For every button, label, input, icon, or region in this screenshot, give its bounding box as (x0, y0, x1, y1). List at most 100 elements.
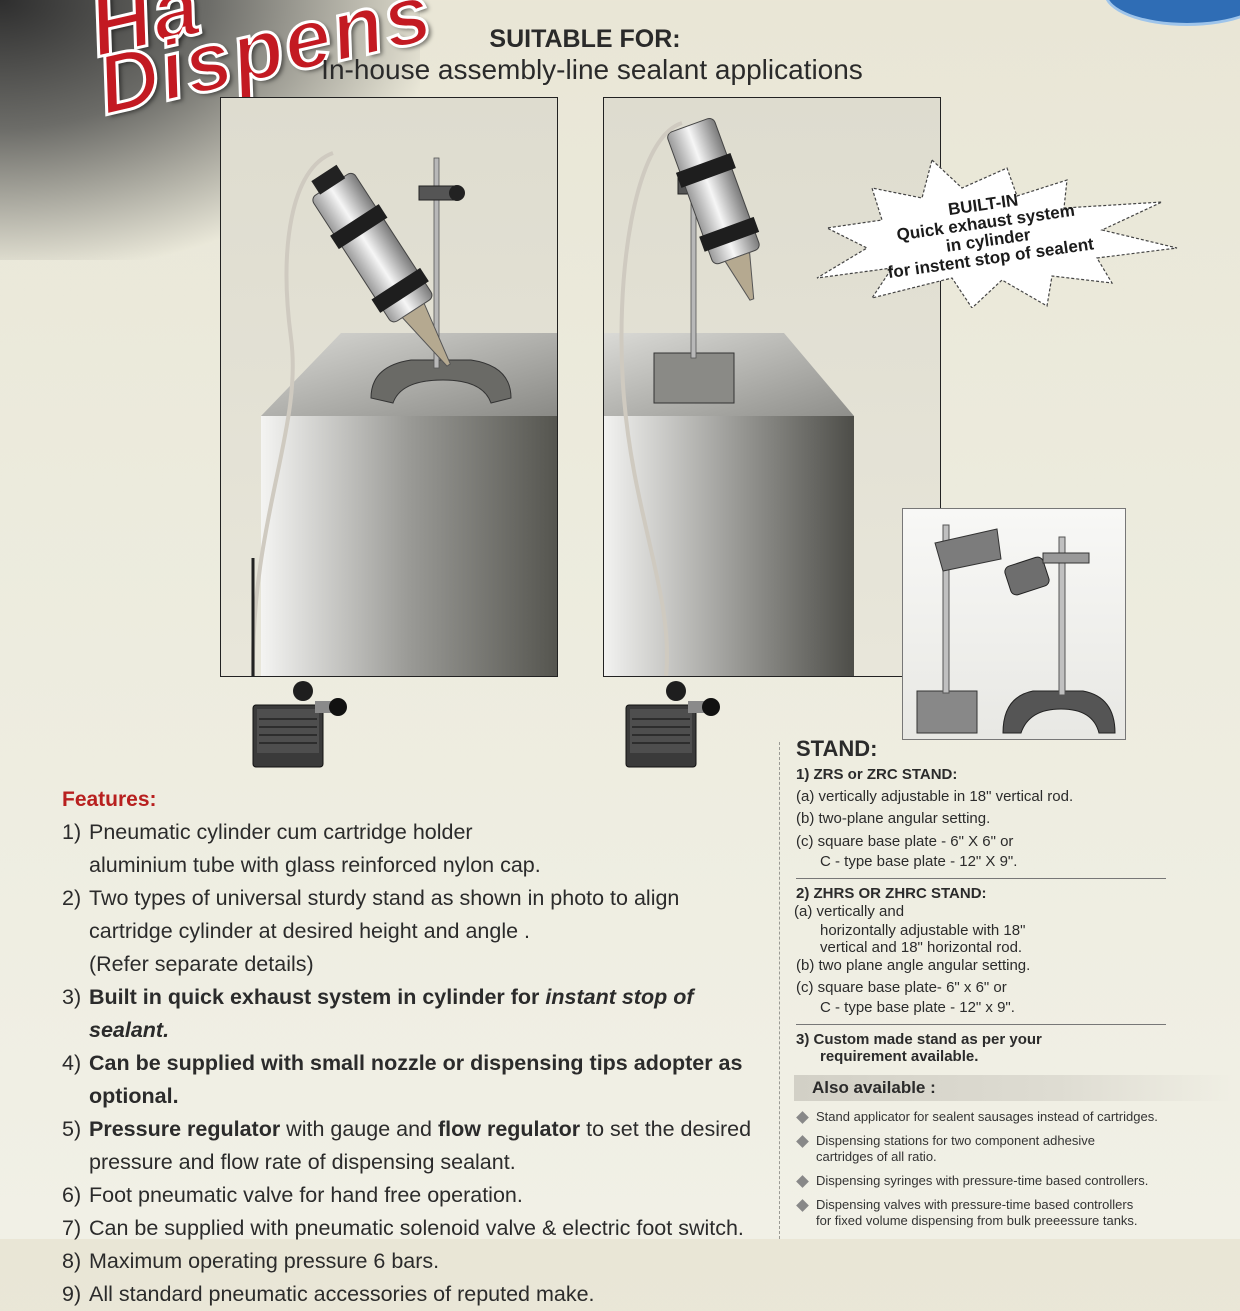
feature-line: All standard pneumatic accessories of re… (89, 1278, 772, 1311)
feature-number: 4) (62, 1051, 82, 1075)
feature-segment: All standard pneumatic accessories of re… (89, 1282, 595, 1306)
feature-segment: cartridge cylinder at desired height and… (89, 919, 531, 943)
also-available-line: Dispensing stations for two component ad… (816, 1133, 1095, 1148)
features-list: 1) Pneumatic cylinder cum cartridge holde… (62, 816, 772, 1311)
diamond-bullet-icon (796, 1111, 809, 1124)
feature-segment: Can be supplied with pneumatic solenoid … (89, 1216, 744, 1240)
feature-segment: aluminium tube with glass reinforced nyl… (89, 853, 541, 877)
features-heading: Features: (62, 788, 157, 811)
also-available-text: Dispensing syringes with pressure-time b… (816, 1173, 1148, 1189)
feature-text: Maximum operating pressure 6 bars. (89, 1245, 772, 1278)
photo-dispenser-c-stand (220, 97, 558, 677)
suitable-heading: SUITABLE FOR: (489, 25, 681, 53)
feature-item: 3) Built in quick exhaust system in cylin… (62, 981, 772, 1047)
feature-line: Two types of universal sturdy stand as s… (89, 882, 772, 915)
feature-text: All standard pneumatic accessories of re… (89, 1278, 772, 1311)
zhrs-spec-a-cont2: vertical and 18" horizontal rod. (820, 939, 1023, 956)
feature-number: 5) (62, 1117, 82, 1141)
feature-line: Built in quick exhaust system in cylinde… (89, 981, 772, 1047)
foot-valve-left (252, 681, 347, 768)
custom-stand-title: 3) Custom made stand as per your (796, 1031, 1042, 1048)
feature-line: Pressure regulator with gauge and flow r… (89, 1113, 772, 1146)
feature-number: 2) (62, 886, 82, 910)
feature-segment: with gauge and (280, 1117, 438, 1141)
also-available-line: cartridges of all ratio. (816, 1149, 937, 1164)
feature-number: 3) (62, 985, 82, 1009)
feature-text: Can be supplied with small nozzle or dis… (89, 1047, 772, 1113)
zrs-spec-c-cont: C - type base plate - 12" X 9". (820, 853, 1018, 870)
zhrs-spec-c-cont: C - type base plate - 12" x 9". (820, 999, 1015, 1016)
feature-text: Can be supplied with pneumatic solenoid … (89, 1212, 772, 1245)
feature-segment: Two types of universal sturdy stand as s… (89, 886, 680, 910)
feature-line: cartridge cylinder at desired height and… (89, 915, 772, 948)
feature-item: 5) Pressure regulator with gauge and flow… (62, 1113, 772, 1179)
diamond-bullet-icon (796, 1135, 809, 1148)
diamond-bullet-icon (796, 1175, 809, 1188)
zhrs-stand-title: 2) ZHRS OR ZHRC STAND: (796, 885, 987, 902)
feature-segment: pressure and flow rate of dispensing sea… (89, 1150, 516, 1174)
feature-segment: Can be supplied with small nozzle or dis… (89, 1051, 743, 1108)
zrs-spec-c: (c) square base plate - 6" X 6" or (796, 833, 1014, 850)
also-available-line: Dispensing valves with pressure-time bas… (816, 1197, 1134, 1212)
feature-item: 9) All standard pneumatic accessories of … (62, 1278, 772, 1311)
feature-number: 8) (62, 1249, 82, 1273)
feature-text: Two types of universal sturdy stand as s… (89, 882, 772, 981)
feature-text: Built in quick exhaust system in cylinde… (89, 981, 772, 1047)
zrs-stand-title: 1) ZRS or ZRC STAND: (796, 766, 958, 783)
feature-segment: (Refer separate details) (89, 952, 314, 976)
divider (796, 878, 1166, 879)
feature-number: 9) (62, 1282, 82, 1306)
feature-text: Pressure regulator with gauge and flow r… (89, 1113, 772, 1179)
also-available-line: for fixed volume dispensing from bulk pr… (816, 1213, 1138, 1228)
feature-line: pressure and flow rate of dispensing sea… (89, 1146, 772, 1179)
also-available-text: Dispensing stations for two component ad… (816, 1133, 1095, 1165)
divider (796, 1024, 1166, 1025)
photo-stands (902, 508, 1126, 740)
also-available-line: Dispensing syringes with pressure-time b… (816, 1173, 1149, 1188)
zhrs-spec-b: (b) two plane angle angular setting. (796, 957, 1031, 974)
zrs-spec-a: (a) vertically adjustable in 18" vertica… (796, 788, 1074, 805)
feature-segment: flow regulator (438, 1117, 581, 1141)
feature-segment: Foot pneumatic valve for hand free opera… (89, 1183, 523, 1207)
feature-segment: Built in quick exhaust system in cylinde… (89, 985, 546, 1009)
stand-heading: STAND: (796, 736, 878, 761)
also-available-line: Stand applicator for sealent sausages in… (816, 1109, 1158, 1124)
feature-segment: Pressure regulator (89, 1117, 281, 1141)
feature-number: 7) (62, 1216, 82, 1240)
feature-segment: instant stop of sealant. (89, 985, 694, 1042)
zhrs-spec-a: (a) vertically and (794, 903, 905, 920)
feature-item: 7) Can be supplied with pneumatic solenoi… (62, 1212, 772, 1245)
column-divider (779, 742, 781, 1239)
feature-segment: Pneumatic cylinder cum cartridge holder (89, 820, 473, 844)
feature-item: 1) Pneumatic cylinder cum cartridge holde… (62, 816, 772, 882)
feature-number: 1) (62, 820, 82, 844)
also-available-item: Dispensing syringes with pressure-time b… (794, 1173, 1170, 1189)
feature-item: 8) Maximum operating pressure 6 bars. (62, 1245, 772, 1278)
feature-item: 2) Two types of universal sturdy stand as… (62, 882, 772, 981)
also-available-text: Stand applicator for sealent sausages in… (816, 1109, 1158, 1125)
feature-line: Can be supplied with small nozzle or dis… (89, 1047, 772, 1113)
feature-number: 6) (62, 1183, 82, 1207)
corner-badge (1104, 0, 1240, 26)
feature-line: Pneumatic cylinder cum cartridge holder (89, 816, 772, 849)
feature-item: 6) Foot pneumatic valve for hand free ope… (62, 1179, 772, 1212)
zhrs-spec-c: (c) square base plate- 6" x 6" or (796, 979, 1007, 996)
foot-valve-right (625, 681, 720, 768)
feature-line: (Refer separate details) (89, 948, 772, 981)
also-available-item: Dispensing stations for two component ad… (794, 1133, 1170, 1165)
also-available-item: Stand applicator for sealent sausages in… (794, 1109, 1170, 1125)
feature-text: Foot pneumatic valve for hand free opera… (89, 1179, 772, 1212)
feature-text: Pneumatic cylinder cum cartridge holder a… (89, 816, 772, 882)
custom-stand-cont: requirement available. (820, 1048, 979, 1065)
zhrs-spec-a-cont: horizontally adjustable with 18" (820, 922, 1026, 939)
suitable-subheading: In-house assembly-line sealant applicati… (321, 54, 863, 85)
feature-line: Foot pneumatic valve for hand free opera… (89, 1179, 772, 1212)
zrs-spec-b: (b) two-plane angular setting. (796, 810, 991, 827)
feature-line: Maximum operating pressure 6 bars. (89, 1245, 772, 1278)
also-available-item: Dispensing valves with pressure-time bas… (794, 1197, 1170, 1229)
starburst-callout (816, 158, 1178, 308)
feature-line: aluminium tube with glass reinforced nyl… (89, 849, 772, 882)
also-available-list: Stand applicator for sealent sausages in… (790, 1109, 1170, 1229)
also-available-heading: Also available : (794, 1075, 1234, 1101)
diamond-bullet-icon (796, 1199, 809, 1212)
